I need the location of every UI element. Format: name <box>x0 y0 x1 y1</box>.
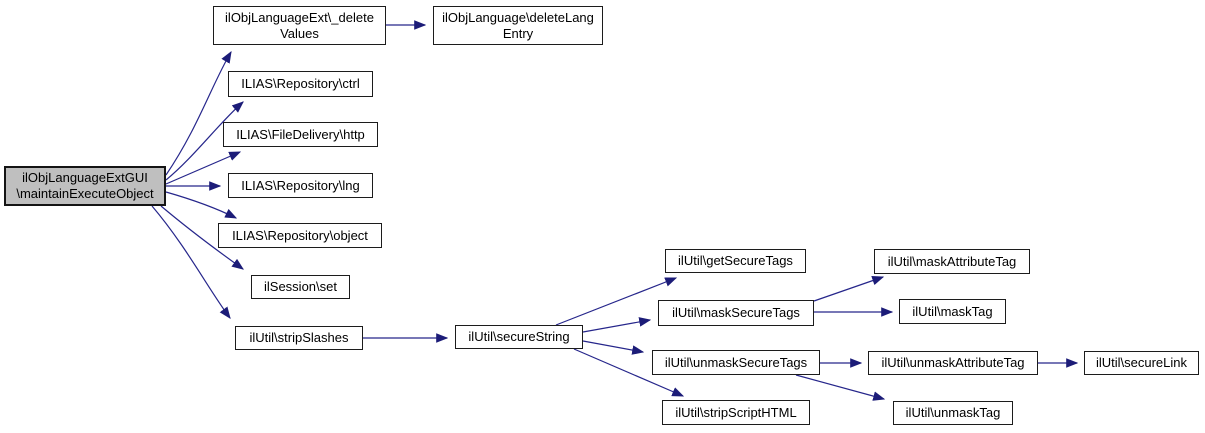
edge-secureString-unmaskSecureTags <box>582 340 645 355</box>
node-label: ilUtil\secureLink <box>1095 355 1188 370</box>
node-unmaskTag[interactable]: ilUtil\unmaskTag <box>893 401 1013 425</box>
node-unmaskAttributeTag[interactable]: ilUtil\unmaskAttributeTag <box>868 351 1038 375</box>
edge-unmaskSecureTags-unmaskTag <box>795 374 886 401</box>
node-label: ilUtil\maskTag <box>912 303 993 319</box>
node-label: ilUtil\maskSecureTags <box>672 305 800 320</box>
node-label: ILIAS\Repository\object <box>232 227 368 243</box>
node-ctrl[interactable]: ILIAS\Repository\ctrl <box>228 71 373 97</box>
node-lng[interactable]: ILIAS\Repository\lng <box>228 173 373 198</box>
node-maskTag[interactable]: ilUtil\maskTag <box>899 299 1006 324</box>
node-maskSecureTags[interactable]: ilUtil\maskSecureTags <box>658 300 814 326</box>
edge-main-ctrl <box>165 101 244 181</box>
node-deleteLangEntry[interactable]: ilObjLanguage\deleteLang Entry <box>433 6 603 45</box>
node-http[interactable]: ILIAS\FileDelivery\http <box>223 122 378 147</box>
node-secureLink[interactable]: ilUtil\secureLink <box>1084 351 1199 375</box>
node-object[interactable]: ILIAS\Repository\object <box>218 223 382 248</box>
edge-secureString-getSecureTags <box>555 277 678 326</box>
edge-main-object <box>165 191 238 219</box>
node-label: ilUtil\stripScriptHTML <box>675 404 797 420</box>
node-secureString[interactable]: ilUtil\secureString <box>455 325 583 349</box>
edge-main-http <box>165 151 242 185</box>
node-getSecureTags[interactable]: ilUtil\getSecureTags <box>665 249 806 273</box>
node-sessionSet[interactable]: ilSession\set <box>251 275 350 299</box>
node-label: ILIAS\Repository\ctrl <box>241 76 360 91</box>
node-label: ilUtil\secureString <box>468 329 570 344</box>
node-label: ilUtil\getSecureTags <box>678 253 793 268</box>
node-label: ilUtil\maskAttributeTag <box>887 253 1017 269</box>
node-deleteValues[interactable]: ilObjLanguageExt\_delete Values <box>213 6 386 45</box>
node-label: ILIAS\Repository\lng <box>241 177 360 193</box>
edge-main-deleteValues <box>165 50 232 176</box>
node-label: ilObjLanguageExt\_delete <box>225 9 374 25</box>
edge-main-sessionSet <box>160 205 244 270</box>
node-label: ILIAS\FileDelivery\http <box>236 126 365 142</box>
node-label: ilUtil\stripSlashes <box>249 330 349 345</box>
node-unmaskSecureTags[interactable]: ilUtil\unmaskSecureTags <box>652 350 820 375</box>
node-stripSlashes[interactable]: ilUtil\stripSlashes <box>235 326 363 350</box>
node-label: ilSession\set <box>264 279 337 294</box>
edge-maskSecureTags-maskAttributeTag <box>813 276 885 302</box>
node-label: \maintainExecuteObject <box>16 186 154 201</box>
edge-main-stripSlashes <box>151 205 231 319</box>
node-label: ilObjLanguage\deleteLang <box>442 9 594 25</box>
node-label: Entry <box>502 25 534 41</box>
node-stripScriptHTML[interactable]: ilUtil\stripScriptHTML <box>662 400 810 425</box>
node-label: ilUtil\unmaskAttributeTag <box>881 355 1025 370</box>
edge-secureString-stripScriptHTML <box>573 348 685 397</box>
node-label: ilObjLanguageExtGUI <box>22 170 148 185</box>
edge-secureString-maskSecureTags <box>582 317 652 333</box>
node-maintainExecuteObject[interactable]: ilObjLanguageExtGUI \maintainExecuteObje… <box>4 166 166 206</box>
node-maskAttributeTag[interactable]: ilUtil\maskAttributeTag <box>874 249 1030 274</box>
node-label: ilUtil\unmaskTag <box>905 405 1001 420</box>
node-label: Values <box>280 25 319 41</box>
node-label: ilUtil\unmaskSecureTags <box>664 354 808 370</box>
